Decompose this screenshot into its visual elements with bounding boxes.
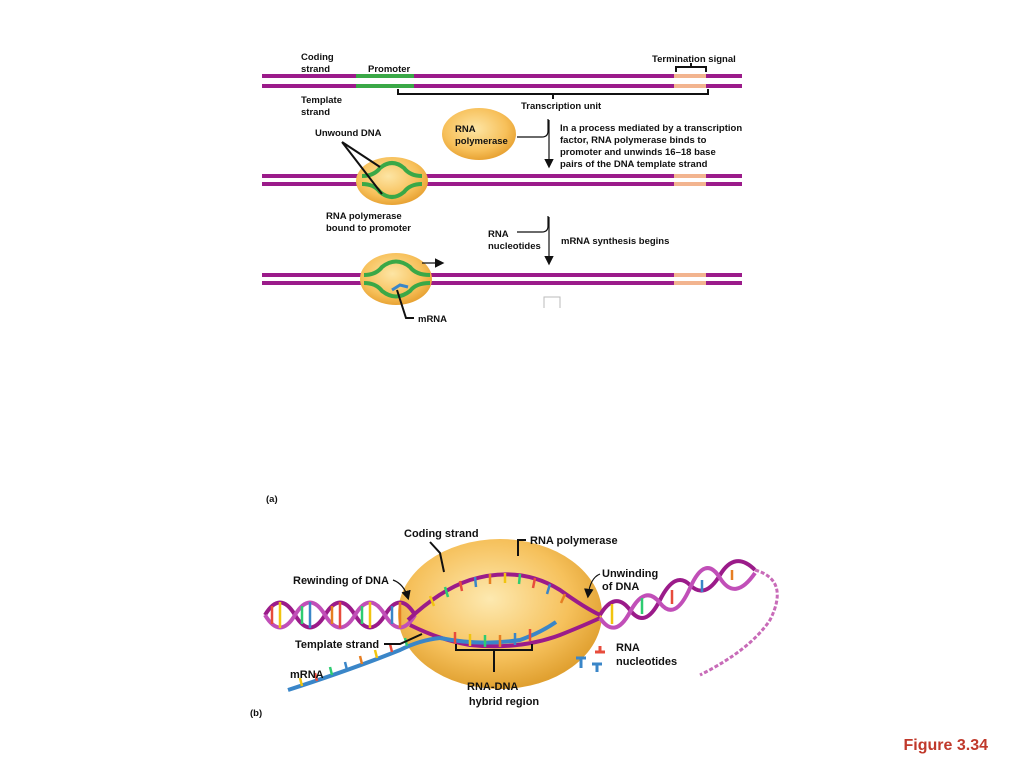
unwound-template — [361, 182, 423, 199]
label-rna-nucleotides-b: RNA nucleotides — [616, 642, 677, 668]
rna-polymerase-bound — [356, 157, 428, 205]
termination-region — [674, 74, 706, 78]
label-unwinding: Unwinding of DNA — [602, 568, 661, 593]
label-termination-signal: Termination signal — [652, 54, 736, 65]
mrna-start — [391, 283, 409, 292]
label-rewinding: Rewinding of DNA — [293, 575, 389, 587]
panel-label-b: (b) — [250, 708, 262, 719]
label-promoter: Promoter — [368, 64, 411, 75]
label-mrna-a: mRNA — [418, 314, 447, 325]
part-b: Coding strand RNA polymerase Rewinding o… — [250, 528, 779, 719]
label-rna-polymerase: RNA polymerase — [455, 124, 508, 147]
free-nucleotides — [576, 646, 605, 672]
label-mrna-b: mRNA — [290, 669, 324, 681]
unwinding-helix — [598, 559, 779, 677]
part-a: Coding strand Promoter Termination signa… — [262, 52, 745, 505]
label-template-strand-b: Template strand — [295, 639, 379, 651]
promoter-region — [356, 74, 414, 78]
dna-row-3 — [262, 253, 742, 305]
mrna-hybrid — [439, 620, 558, 645]
label-template-strand: Template strand — [301, 95, 345, 118]
unwound-coding — [361, 161, 423, 178]
label-step2-description: mRNA synthesis begins — [561, 236, 669, 247]
label-unwound-dna: Unwound DNA — [315, 128, 382, 139]
label-rna-nucleotides-a: RNA nucleotides — [488, 229, 541, 252]
rna-polymerase-large — [398, 539, 602, 689]
dna-row-1 — [262, 63, 742, 99]
unwound-dna-pointer — [341, 141, 383, 195]
panel-label-a: (a) — [266, 494, 278, 505]
label-hybrid-region: RNA-DNA hybrid region — [467, 681, 539, 708]
termination-bracket — [675, 63, 707, 72]
label-coding-strand: Coding strand — [301, 52, 336, 75]
figure-caption: Figure 3.34 — [904, 737, 989, 754]
rna-polymerase-free — [442, 108, 516, 160]
label-polymerase-bound: RNA polymerase bound to promoter — [326, 211, 411, 234]
transcription-unit-bracket — [397, 89, 709, 99]
nucleotides-pointer — [517, 216, 549, 233]
polymerase-pointer — [517, 119, 549, 138]
promoter-region-template — [356, 84, 414, 88]
mrna-pointer — [396, 289, 414, 319]
dna-row-2 — [262, 157, 742, 205]
label-step1-description: In a process mediated by a transcription… — [560, 123, 745, 170]
termination-region-template — [674, 84, 706, 88]
coding-strand-bubble — [406, 572, 601, 622]
mrna-exit-strand — [287, 636, 441, 692]
rewound-helix — [263, 600, 417, 630]
hybrid-region-bracket — [455, 644, 533, 672]
label-coding-strand-b: Coding strand — [404, 528, 479, 540]
small-box-artifact — [543, 296, 561, 308]
label-rna-polymerase-b: RNA polymerase — [530, 535, 618, 547]
rna-polymerase-transcribing — [360, 253, 432, 305]
label-transcription-unit: Transcription unit — [521, 101, 602, 112]
